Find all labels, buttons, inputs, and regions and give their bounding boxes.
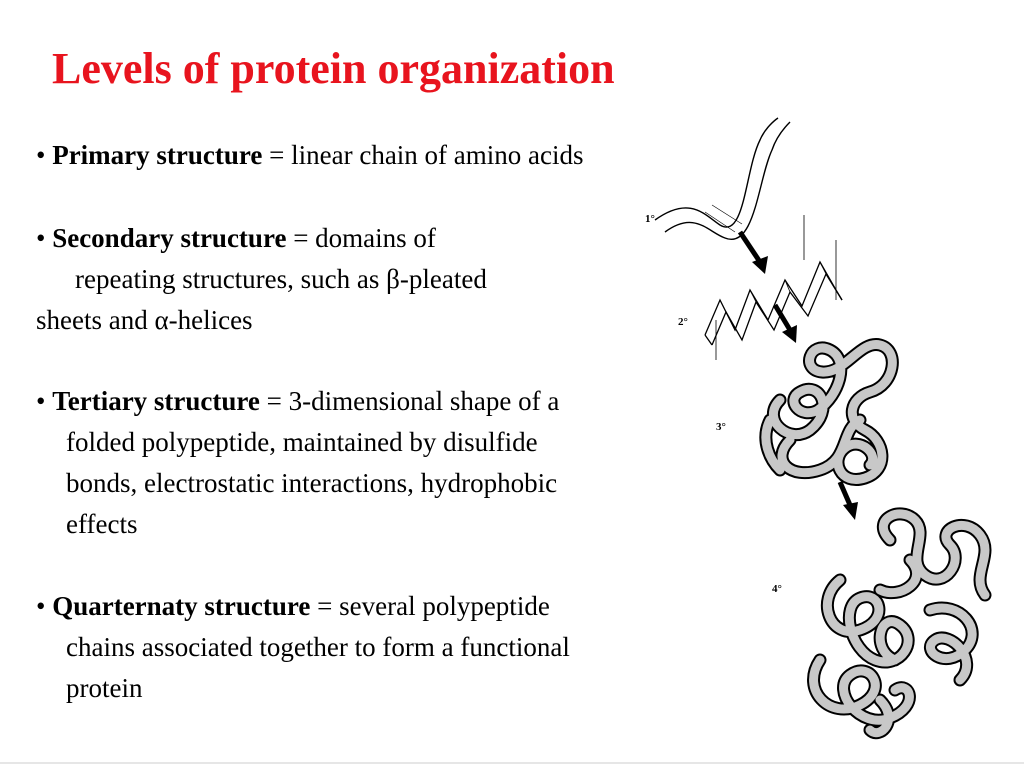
protein-structure-figure: 1° 2° 3° bbox=[645, 117, 992, 740]
bullet-mark: • bbox=[36, 591, 46, 621]
primary-structure-definition: linear chain of amino acids bbox=[291, 140, 584, 170]
quaternary-structure-term: Quarternaty structure bbox=[52, 591, 311, 621]
down-arrow-icon bbox=[782, 325, 797, 343]
secondary-structure-definition-line-1: domains of bbox=[315, 223, 436, 253]
equals-sign: = bbox=[310, 591, 340, 621]
primary-structure-ribbon bbox=[654, 117, 791, 241]
tertiary-level-label: 3° bbox=[716, 421, 726, 433]
secondary-level-label: 2° bbox=[678, 316, 688, 328]
bullet-mark: • bbox=[36, 386, 46, 416]
bullet-tertiary: • Tertiary structure = 3-dimensional sha… bbox=[36, 385, 559, 417]
equals-sign: = bbox=[286, 223, 316, 253]
secondary-structure-definition-line-3: sheets and α-helices bbox=[36, 305, 253, 335]
down-arrow-icon bbox=[843, 502, 858, 520]
down-arrow-icon bbox=[772, 303, 793, 332]
tertiary-structure-fold bbox=[759, 338, 899, 486]
bullet-secondary: • Secondary structure = domains of bbox=[36, 222, 436, 254]
quaternary-structure-assembly bbox=[807, 507, 992, 740]
tertiary-structure-term: Tertiary structure bbox=[52, 386, 260, 416]
equals-sign: = bbox=[259, 386, 289, 416]
tertiary-structure-definition-line-4: effects bbox=[66, 509, 138, 539]
tertiary-structure-definition-line-2: folded polypeptide, maintained by disulf… bbox=[66, 427, 538, 457]
quaternary-structure-definition-line-2: chains associated together to form a fun… bbox=[66, 632, 570, 662]
equals-sign: = bbox=[262, 140, 292, 170]
slide-title: Levels of protein organization bbox=[52, 44, 615, 93]
quaternary-structure-definition-line-3: protein bbox=[66, 673, 143, 703]
down-arrow-icon bbox=[737, 230, 763, 264]
secondary-structure-helix bbox=[704, 215, 843, 360]
bullet-mark: • bbox=[36, 223, 46, 253]
quaternary-structure-definition-line-1: several polypeptide bbox=[339, 591, 550, 621]
down-arrow-icon bbox=[752, 256, 768, 274]
bullet-primary: • Primary structure = linear chain of am… bbox=[36, 139, 584, 171]
secondary-structure-definition-line-2: repeating structures, such as β-pleated bbox=[75, 264, 487, 294]
bullet-quaternary: • Quarternaty structure = several polype… bbox=[36, 590, 550, 622]
primary-level-label: 1° bbox=[645, 213, 655, 225]
primary-structure-term: Primary structure bbox=[52, 140, 263, 170]
tertiary-structure-definition-line-3: bonds, electrostatic interactions, hydro… bbox=[66, 468, 558, 498]
down-arrow-icon bbox=[837, 481, 853, 506]
quaternary-level-label: 4° bbox=[772, 583, 782, 595]
footer-divider bbox=[0, 762, 1024, 764]
secondary-structure-term: Secondary structure bbox=[52, 223, 287, 253]
bullet-mark: • bbox=[36, 140, 46, 170]
tertiary-structure-definition-line-1: 3-dimensional shape of a bbox=[288, 386, 560, 416]
